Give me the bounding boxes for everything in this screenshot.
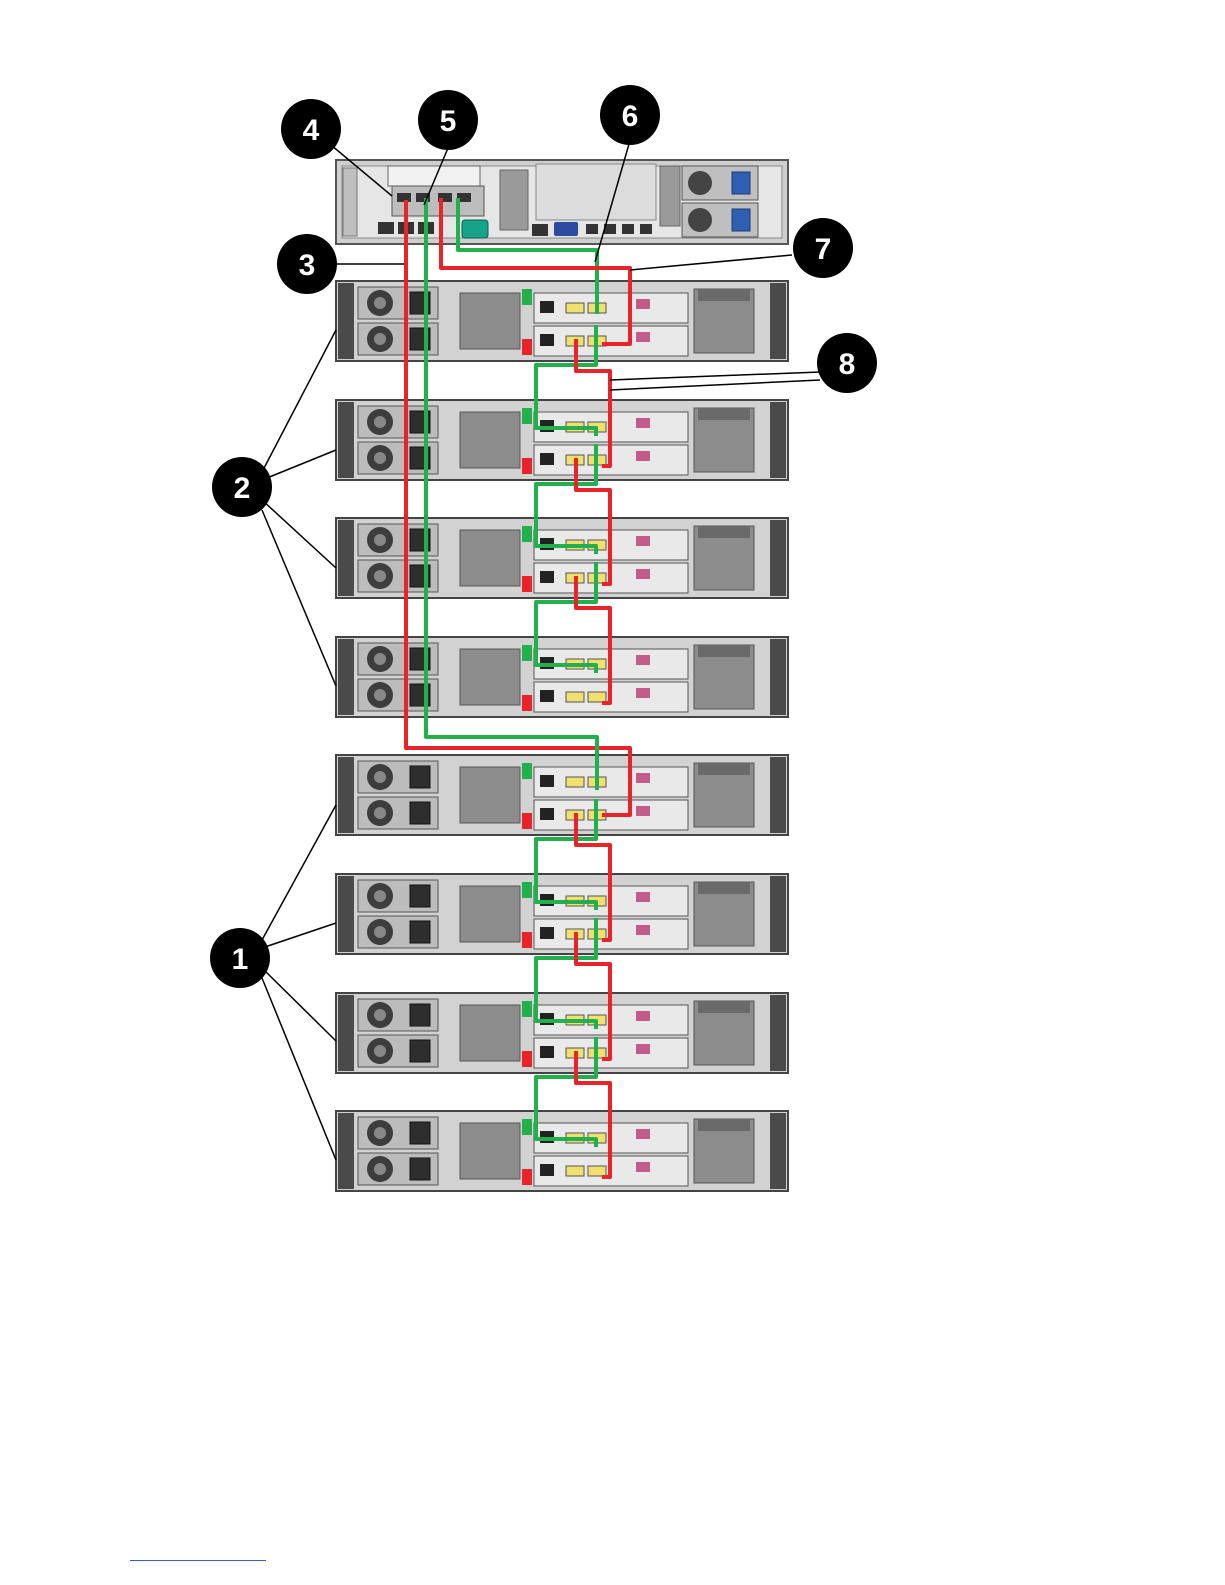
power-supply	[358, 880, 438, 912]
callout-1: 1	[210, 928, 270, 988]
io-module	[534, 767, 688, 797]
enclosure-5	[336, 755, 788, 835]
fan-grill	[460, 530, 520, 586]
enclosure-8	[336, 1111, 788, 1191]
enclosure-2	[336, 400, 788, 480]
callout-6-label: 6	[622, 100, 639, 133]
callout-3-label: 3	[299, 249, 316, 282]
enclosure-3	[336, 518, 788, 598]
fan-grill	[460, 293, 520, 349]
callout-7-label: 7	[815, 233, 832, 266]
power-supply	[358, 1035, 438, 1067]
callout-7: 7	[793, 218, 853, 278]
power-supply	[358, 1153, 438, 1185]
fan-grill	[460, 1123, 520, 1179]
power-supply	[358, 999, 438, 1031]
callout-4-label: 4	[303, 114, 320, 147]
enclosure-4	[336, 637, 788, 717]
callout-1-label: 1	[232, 943, 249, 976]
io-module	[534, 326, 688, 356]
callout-8: 8	[817, 333, 877, 393]
power-supply	[358, 1117, 438, 1149]
callout-2-label: 2	[234, 472, 251, 505]
vga-port	[554, 222, 578, 236]
footer-link-underline	[130, 1560, 266, 1561]
callout-6: 6	[600, 85, 660, 145]
serial-port	[462, 220, 488, 238]
server-power-supply-2	[682, 203, 758, 237]
fan-grill	[460, 649, 520, 705]
callout-8-label: 8	[839, 348, 856, 381]
callout-5: 5	[418, 90, 478, 150]
fan-grill	[460, 1005, 520, 1061]
power-supply	[358, 916, 438, 948]
callout-3: 3	[277, 234, 337, 294]
enclosure-1	[336, 281, 788, 361]
callout-5-label: 5	[440, 105, 457, 138]
fan-grill	[460, 886, 520, 942]
io-module	[534, 293, 688, 323]
fan-grill	[460, 767, 520, 823]
server-chassis	[336, 160, 788, 244]
callout-4: 4	[281, 99, 341, 159]
power-supply	[358, 761, 438, 793]
server-power-supply-1	[682, 166, 758, 200]
enclosure-6	[336, 874, 788, 954]
fan-grill	[460, 412, 520, 468]
power-supply	[358, 797, 438, 829]
enclosure-7	[336, 993, 788, 1073]
callout-2: 2	[212, 457, 272, 517]
